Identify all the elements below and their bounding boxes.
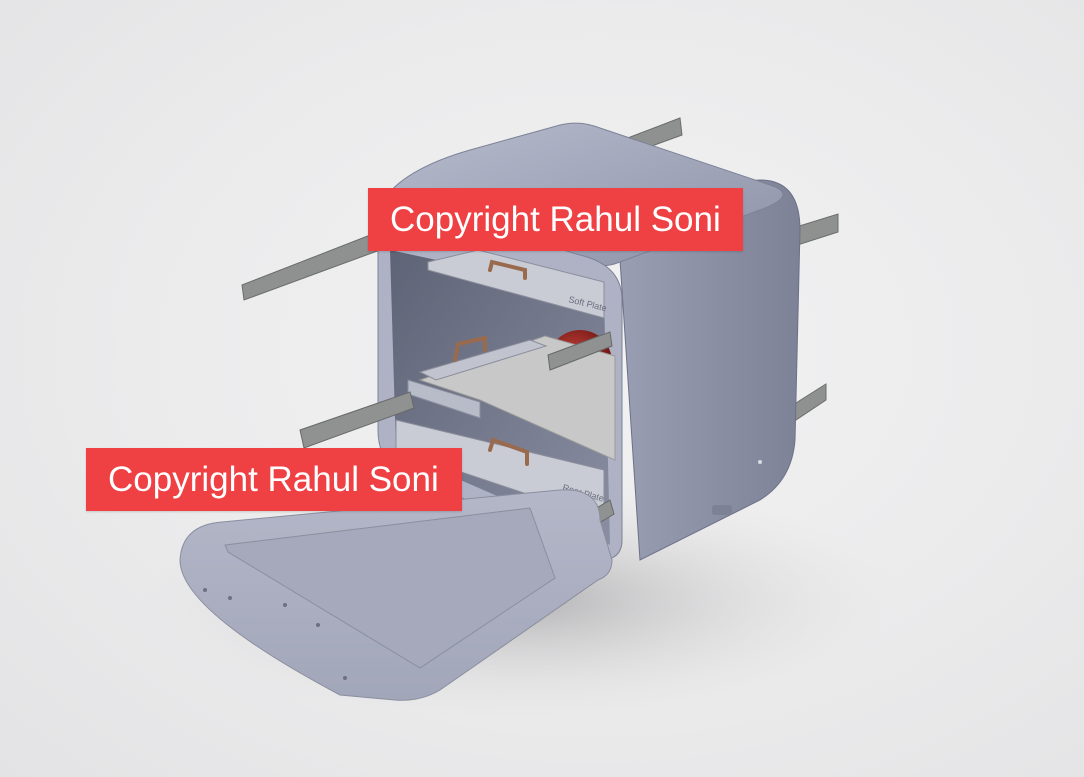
door-screws [203, 588, 347, 680]
copyright-watermark: Copyright Rahul Soni [368, 188, 743, 251]
lower-shelf-handle [488, 437, 529, 466]
middle-drawer-front [407, 379, 481, 419]
cabinet-side [599, 179, 801, 561]
indicator-dot [758, 460, 762, 464]
top-shelf [427, 249, 605, 319]
middle-drawer-back [418, 339, 548, 381]
middle-drawer-handle [453, 335, 487, 362]
door-inner-panel [224, 507, 556, 669]
top-shelf-handle [488, 259, 527, 280]
copyright-watermark: Copyright Rahul Soni [86, 448, 462, 511]
cabinet-foot [712, 505, 732, 515]
